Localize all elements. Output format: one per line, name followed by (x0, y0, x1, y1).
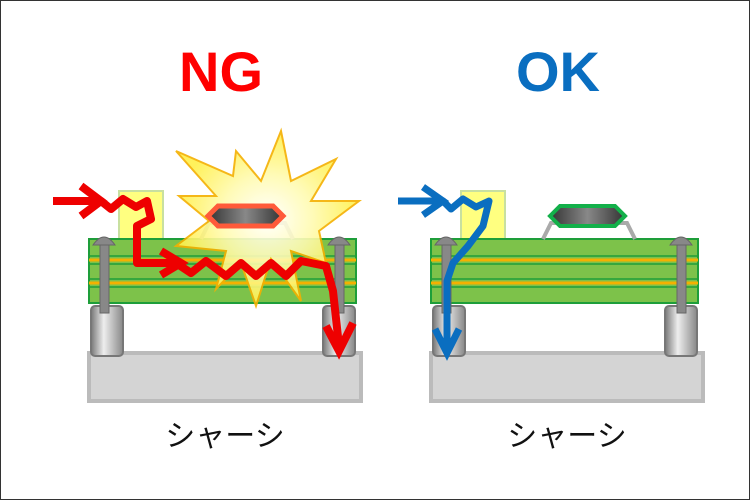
ng-chassis-label: シャーシ (165, 419, 285, 454)
ok-chassis-label: シャーシ (507, 419, 627, 454)
ok-noise-path (398, 195, 493, 351)
ng-title: NG (179, 40, 263, 103)
ng-assembly (53, 127, 363, 403)
ok-title: OK (516, 40, 600, 103)
ng-noise-path (53, 195, 343, 347)
ok-assembly (398, 184, 705, 403)
